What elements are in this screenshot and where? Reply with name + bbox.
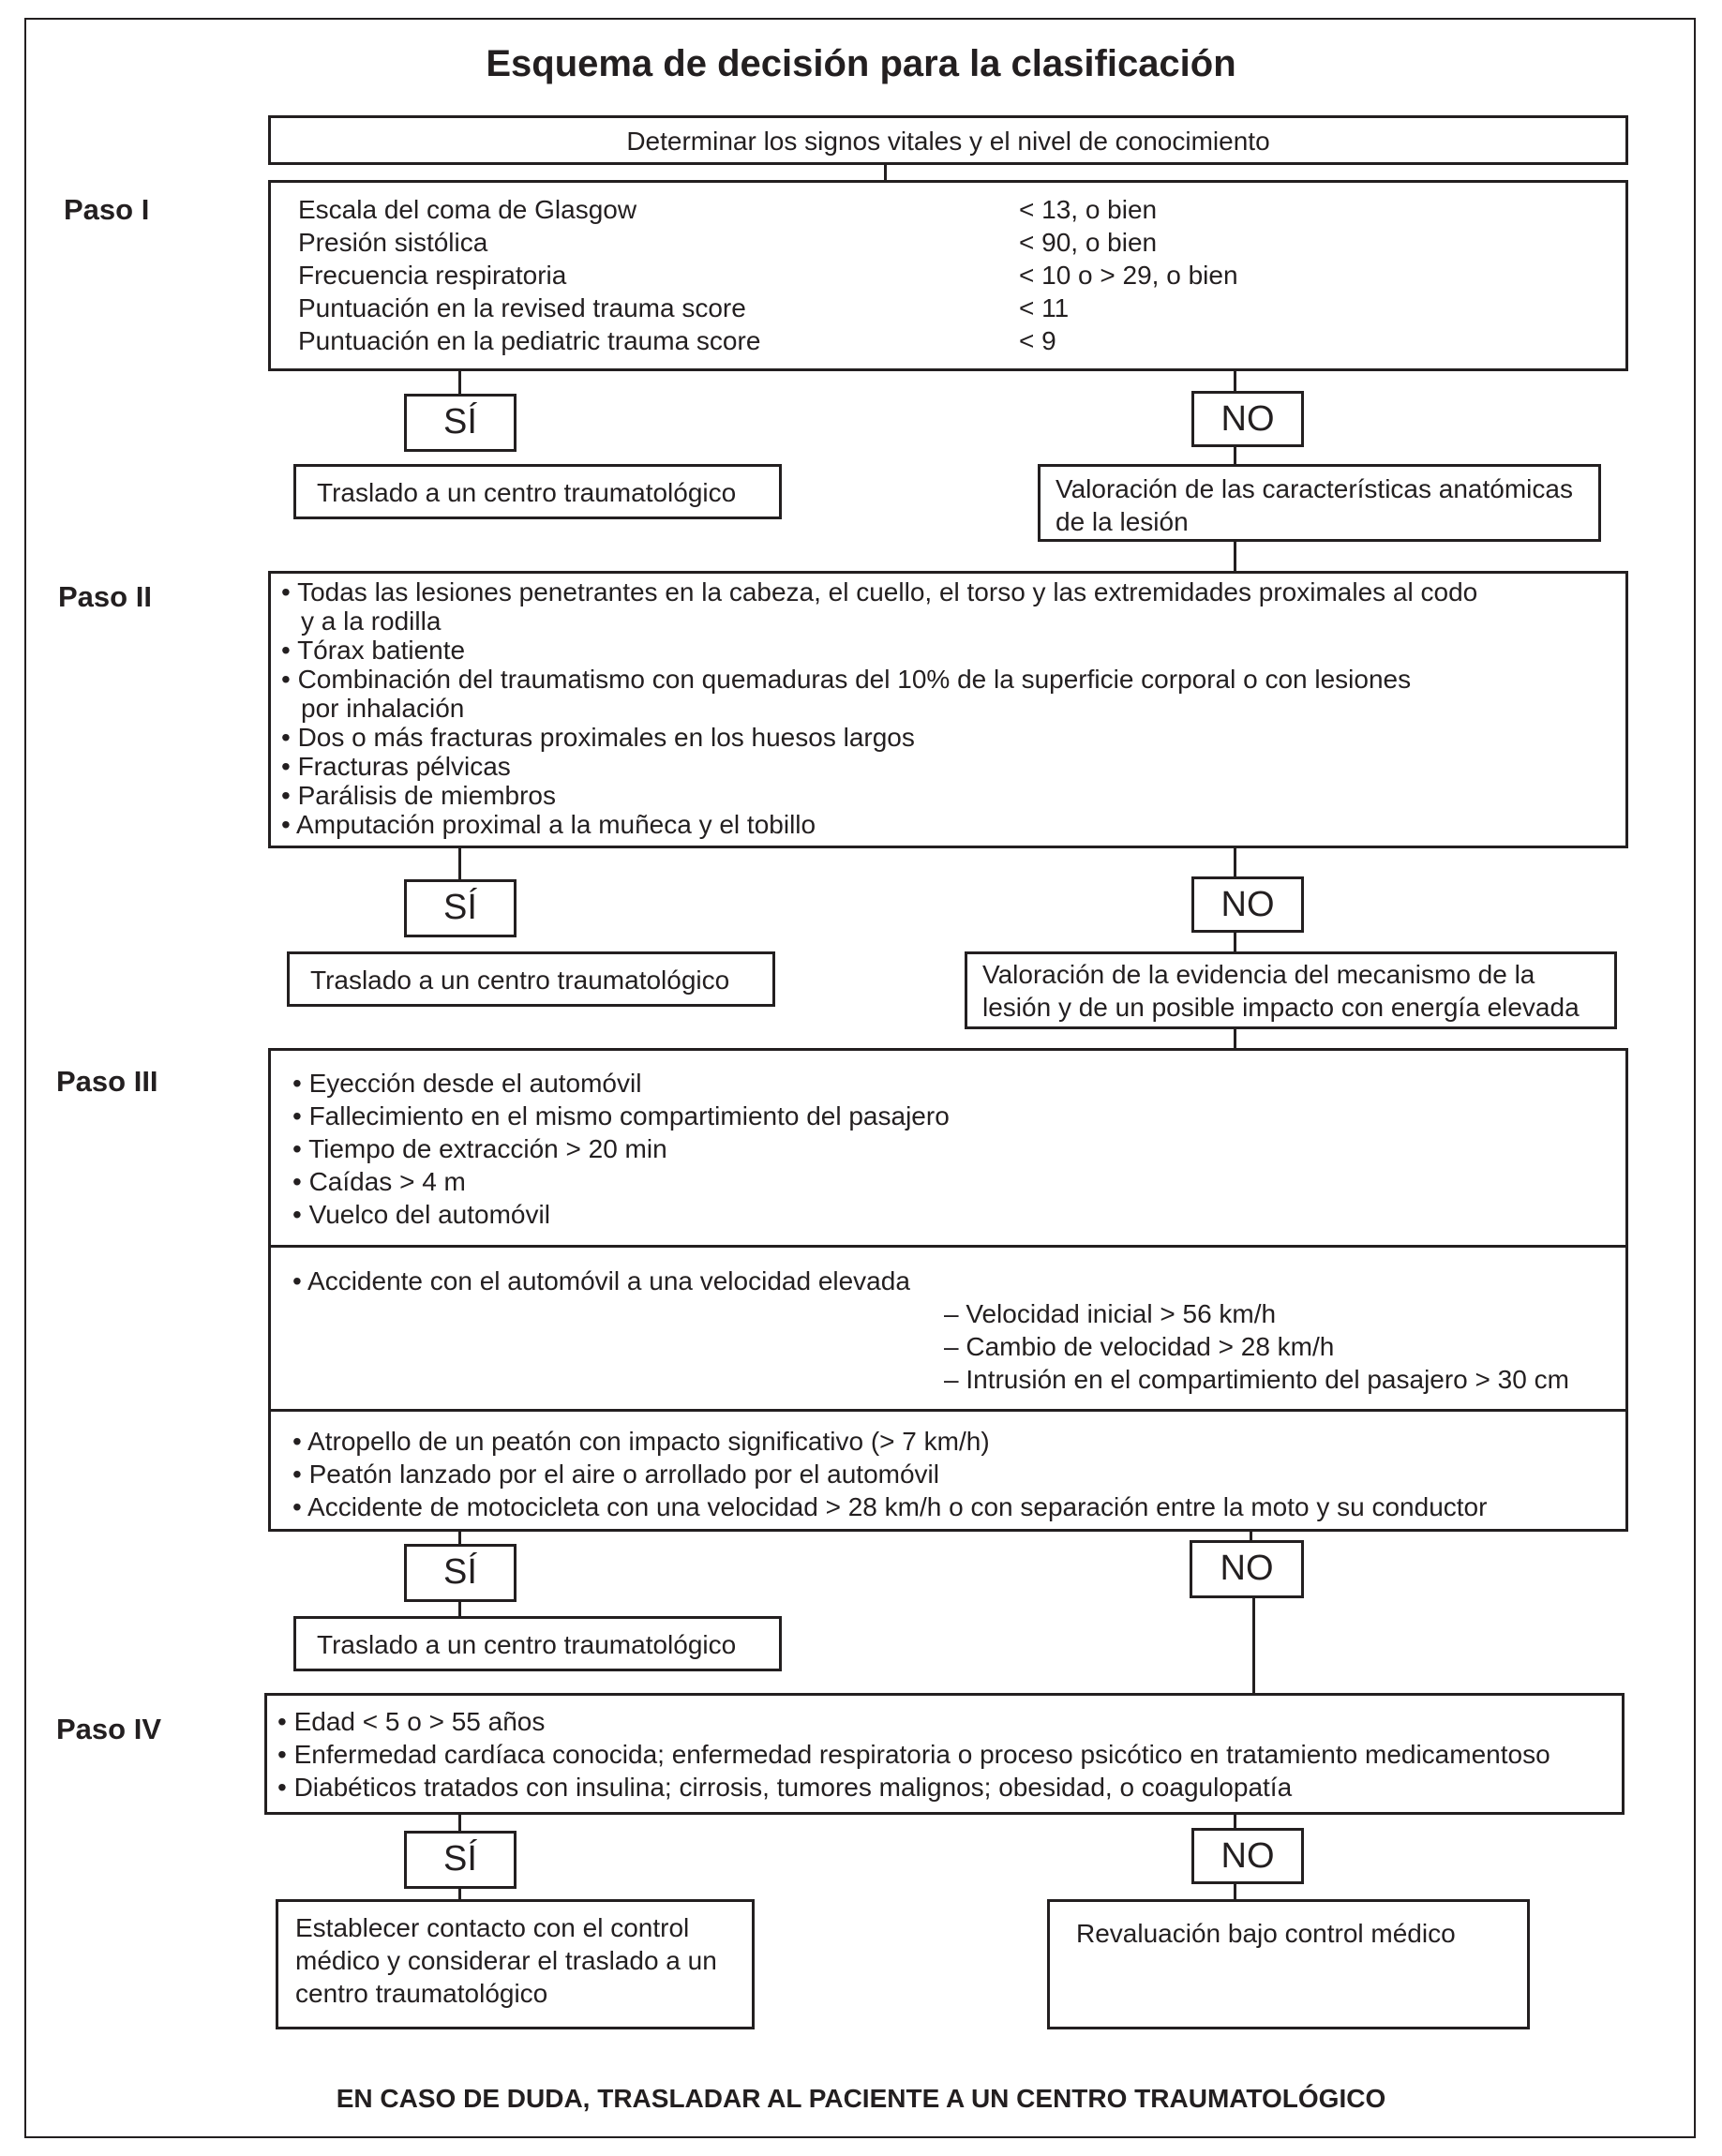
criterion-name: Frecuencia respiratoria (298, 261, 567, 290)
criterion-name: Presión sistólica (298, 228, 488, 257)
connector (884, 165, 887, 181)
criterion-name: Puntuación en la pediatric trauma score (298, 326, 761, 355)
speed-criterion: – Intrusión en el compartimiento del pas… (944, 1365, 1569, 1394)
connector (1234, 1884, 1236, 1900)
anatomic-item: • Fracturas pélvicas (281, 752, 511, 781)
step-4-items: • Edad < 5 o > 55 años • Enfermedad card… (277, 1705, 1550, 1804)
mechanism-assessment-box: Valoración de la evidencia del mecanismo… (965, 951, 1617, 1029)
outer-frame (24, 18, 1696, 2138)
footer-note: EN CASO DE DUDA, TRASLADAR AL PACIENTE A… (336, 2084, 1386, 2113)
step-2-items: • Todas las lesiones penetrantes en la c… (281, 577, 1477, 839)
transfer-box: Traslado a un centro traumatológico (293, 464, 782, 519)
yes-box: SÍ (404, 1544, 517, 1602)
criterion-value: < 9 (1019, 326, 1056, 355)
mechanism-item: • Caídas > 4 m (292, 1167, 466, 1196)
mechanism-item: • Accidente con el automóvil a una veloc… (292, 1266, 910, 1295)
step-3-box (268, 1048, 1628, 1532)
connector (1234, 447, 1236, 464)
criterion-value: < 11 (1019, 293, 1070, 322)
mechanism-assessment-text: Valoración de la evidencia del mecanismo… (982, 960, 1580, 1022)
anatomic-item: y a la rodilla (301, 606, 442, 636)
step-3-group-3: • Atropello de un peatón con impacto sig… (292, 1425, 1487, 1523)
step-1-thresholds: < 13, o bien < 90, o bien < 10 o > 29, o… (1019, 193, 1238, 357)
anatomic-item: • Parálisis de miembros (281, 781, 557, 810)
mechanism-item: • Accidente de motocicleta con una veloc… (292, 1492, 1488, 1521)
anatomical-assessment-text: Valoración de las características anatóm… (1056, 474, 1573, 536)
step-4-box (264, 1693, 1625, 1815)
connector (458, 1532, 461, 1544)
connector (1252, 1598, 1255, 1694)
criterion-name: Escala del coma de Glasgow (298, 195, 637, 224)
connector (1234, 933, 1236, 951)
step-3-label: Paso III (56, 1065, 158, 1098)
risk-factor-item: • Diabéticos tratados con insulina; cirr… (277, 1773, 1293, 1802)
transfer-text: Traslado a un centro traumatológico (317, 1630, 737, 1659)
anatomic-item: • Dos o más fracturas proximales en los … (281, 723, 915, 752)
medical-contact-text: Establecer contacto con el control médic… (295, 1913, 717, 2008)
anatomic-item: por inhalación (301, 694, 465, 723)
connector (458, 848, 461, 879)
medical-contact-box: Establecer contacto con el control médic… (276, 1899, 755, 2029)
connector (1234, 1029, 1236, 1049)
criterion-value: < 10 o > 29, o bien (1019, 261, 1238, 290)
reevaluation-text: Revaluación bajo control médico (1076, 1919, 1456, 1948)
transfer-text: Traslado a un centro traumatológico (317, 478, 737, 507)
anatomic-item: • Tórax batiente (281, 636, 466, 665)
mechanism-item: • Fallecimiento en el mismo compartimien… (292, 1101, 950, 1130)
step-1-box (268, 180, 1628, 371)
step-1-label: Paso I (64, 193, 150, 226)
step-3-group-2-sub: – Velocidad inicial > 56 km/h – Cambio d… (944, 1297, 1569, 1396)
mechanism-item: • Vuelco del automóvil (292, 1200, 550, 1229)
yes-box: SÍ (404, 1831, 517, 1889)
no-box: NO (1191, 1828, 1304, 1884)
criterion-value: < 13, o bien (1019, 195, 1158, 224)
anatomical-assessment-box: Valoración de las características anatóm… (1038, 464, 1601, 542)
no-box: NO (1191, 876, 1304, 933)
vital-signs-box: Determinar los signos vitales y el nivel… (268, 115, 1628, 165)
yes-box: SÍ (404, 394, 517, 452)
step-3-group-1: • Eyección desde el automóvil • Fallecim… (292, 1067, 950, 1231)
step-2-box (268, 571, 1628, 848)
mechanism-item: • Eyección desde el automóvil (292, 1069, 642, 1098)
connector (1234, 1815, 1236, 1828)
mechanism-item: • Tiempo de extracción > 20 min (292, 1134, 667, 1163)
connector (458, 1889, 461, 1900)
mechanism-item: • Peatón lanzado por el aire o arrollado… (292, 1460, 939, 1489)
connector (458, 1602, 461, 1616)
vital-signs-text: Determinar los signos vitales y el nivel… (626, 127, 1270, 156)
risk-factor-item: • Enfermedad cardíaca conocida; enfermed… (277, 1740, 1550, 1769)
connector (458, 371, 461, 395)
connector (458, 1815, 461, 1831)
connector (1250, 1532, 1252, 1541)
transfer-box: Traslado a un centro traumatológico (293, 1616, 782, 1671)
transfer-box: Traslado a un centro traumatológico (287, 951, 775, 1007)
connector (1234, 848, 1236, 876)
mechanism-item: • Atropello de un peatón con impacto sig… (292, 1427, 990, 1456)
yes-box: SÍ (404, 879, 517, 937)
anatomic-item: • Combinación del traumatismo con quemad… (281, 665, 1412, 694)
no-box: NO (1190, 1540, 1304, 1598)
diagram-title: Esquema de decisión para la clasificació… (486, 43, 1236, 84)
step-2-label: Paso II (58, 580, 152, 613)
speed-criterion: – Velocidad inicial > 56 km/h (944, 1299, 1277, 1328)
criterion-value: < 90, o bien (1019, 228, 1158, 257)
transfer-text: Traslado a un centro traumatológico (310, 966, 730, 995)
criterion-name: Puntuación en la revised trauma score (298, 293, 746, 322)
step-4-label: Paso IV (56, 1713, 161, 1745)
divider (268, 1245, 1628, 1248)
risk-factor-item: • Edad < 5 o > 55 años (277, 1707, 546, 1736)
no-box: NO (1191, 391, 1304, 447)
connector (1234, 371, 1236, 392)
anatomic-item: • Todas las lesiones penetrantes en la c… (281, 577, 1478, 606)
step-1-criteria: Escala del coma de Glasgow Presión sistó… (298, 193, 760, 357)
divider (268, 1409, 1628, 1412)
reevaluation-box: Revaluación bajo control médico (1047, 1899, 1530, 2029)
speed-criterion: – Cambio de velocidad > 28 km/h (944, 1332, 1335, 1361)
anatomic-item: • Amputación proximal a la muñeca y el t… (281, 810, 816, 839)
connector (1234, 542, 1236, 572)
